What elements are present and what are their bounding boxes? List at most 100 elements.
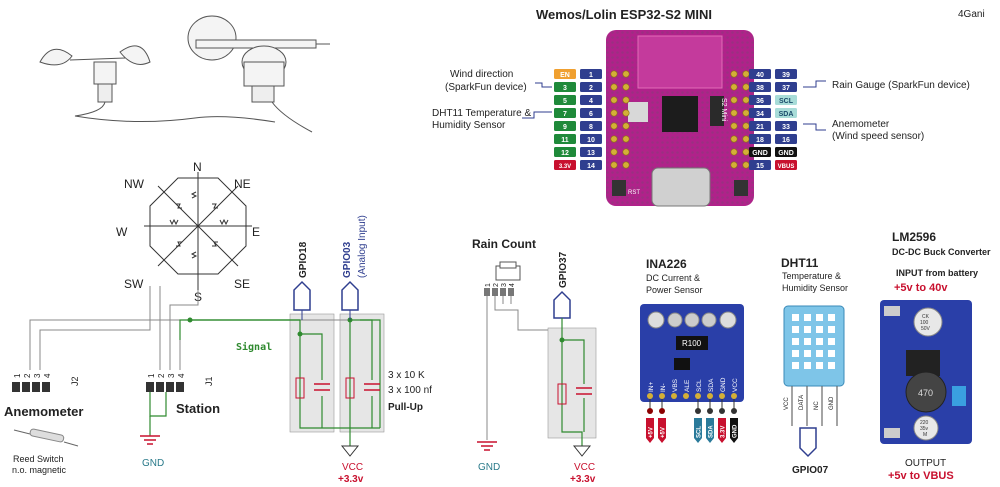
- dht11-pin-2: NC: [814, 401, 820, 410]
- svg-text:M: M: [923, 432, 927, 438]
- wind-w: W: [116, 225, 128, 239]
- pin-right-inner-6: GND: [749, 147, 771, 157]
- svg-text:9: 9: [563, 124, 567, 131]
- pin-right-inner-2: 36: [749, 95, 771, 105]
- pin-right-inner-3: 34: [749, 108, 771, 118]
- gpio03-label: GPIO03: [342, 241, 353, 278]
- svg-text:+5V: +5V: [661, 427, 667, 438]
- svg-text:1: 1: [13, 373, 22, 378]
- pin-left-outer-1: 3: [554, 82, 576, 92]
- pin-right-outer-5: 16: [775, 134, 797, 144]
- svg-text:3: 3: [167, 373, 176, 378]
- rain-gnd-label: GND: [478, 462, 500, 473]
- pin-left-outer-3: 7: [554, 108, 576, 118]
- svg-text:2: 2: [589, 85, 593, 92]
- rain-count-wiring: Rain Count 1 2 3 4 GND GPIO37 VCC +3.3v: [472, 237, 597, 485]
- pin-left-outer-4: 9: [554, 121, 576, 131]
- reed-switch-icon: [13, 428, 79, 447]
- rain-vcc-label: VCC: [574, 462, 595, 473]
- ina226-sub2: Power Sensor: [646, 285, 703, 295]
- pin-right-outer-4: 33: [775, 121, 797, 131]
- vcc-label: VCC: [342, 462, 363, 473]
- j2-connector: 1 2 3 4 J2: [12, 373, 80, 392]
- svg-text:+5V: +5V: [649, 427, 655, 438]
- ina226-title: INA226: [646, 257, 687, 271]
- wind-nw: NW: [124, 177, 145, 191]
- chip-label: S2 Mini: [720, 98, 727, 122]
- svg-text:1: 1: [589, 72, 593, 79]
- pin-right-outer-0: 39: [775, 69, 797, 79]
- svg-text:2: 2: [493, 283, 500, 287]
- lm2596-module: LM2596 DC-DC Buck Converter INPUT from b…: [880, 230, 991, 482]
- svg-text:SCL: SCL: [779, 98, 794, 105]
- ina226-pin-6: GND: [720, 377, 727, 392]
- svg-text:12: 12: [561, 150, 569, 157]
- svg-text:4: 4: [589, 98, 593, 105]
- pin-right-inner-5: 18: [749, 134, 771, 144]
- dht11-sub2: Humidity Sensor: [782, 283, 848, 293]
- svg-text:18: 18: [756, 137, 764, 144]
- svg-text:SDA: SDA: [709, 425, 715, 438]
- svg-text:4: 4: [43, 373, 52, 378]
- pin-right-inner-7: 15: [749, 160, 771, 170]
- svg-text:3: 3: [563, 85, 567, 92]
- svg-text:21: 21: [756, 124, 764, 131]
- ina226-pin-7: VCC: [732, 378, 739, 392]
- pin-right-outer-1: 37: [775, 82, 797, 92]
- station-label: Station: [176, 401, 220, 416]
- pin-left-outer-0: EN: [554, 69, 576, 79]
- gpio37-label: GPIO37: [558, 251, 569, 288]
- svg-text:3: 3: [501, 283, 508, 287]
- pullup-line2: 3 x 100 nf: [388, 385, 432, 396]
- ina226-pin-4: SCL: [696, 379, 703, 392]
- reed-switch-type: n.o. magnetic: [12, 465, 67, 475]
- svg-text:3.3V: 3.3V: [721, 426, 727, 438]
- wind-n: N: [193, 160, 202, 174]
- ina226-pin-1: IN-: [660, 383, 667, 392]
- svg-text:1: 1: [147, 373, 156, 378]
- svg-text:50V: 50V: [921, 326, 931, 332]
- board-title: Wemos/Lolin ESP32-S2 MINI: [536, 7, 712, 22]
- esp32-board: Wemos/Lolin ESP32-S2 MINI S2 Mini RST: [536, 7, 754, 207]
- lm2596-output1: OUTPUT: [905, 458, 946, 469]
- lm2596-input2: +5v to 40v: [894, 282, 948, 294]
- pullup-line1: 3 x 10 K: [388, 370, 425, 381]
- svg-text:VBUS: VBUS: [778, 164, 795, 170]
- pin-left-inner-1: 2: [580, 82, 602, 92]
- svg-text:11: 11: [561, 137, 569, 144]
- pin-left-inner-0: 1: [580, 69, 602, 79]
- board-annotations: Wind direction (SparkFun device) DHT11 T…: [432, 69, 970, 142]
- pin-left-inner-5: 10: [580, 134, 602, 144]
- ina226-module: INA226 DC Current & Power Sensor R100 IN…: [640, 257, 744, 443]
- svg-text:4: 4: [509, 283, 516, 287]
- svg-text:CK: CK: [922, 314, 930, 320]
- svg-text:2: 2: [157, 373, 166, 378]
- svg-text:15: 15: [756, 163, 764, 170]
- j1-label: J1: [204, 376, 214, 386]
- lm2596-output2: +5v to VBUS: [888, 470, 954, 482]
- pin-right-inner-0: 40: [749, 69, 771, 79]
- ina226-sub1: DC Current &: [646, 273, 700, 283]
- pin-left-inner-2: 4: [580, 95, 602, 105]
- rain-count-title: Rain Count: [472, 237, 536, 251]
- annot-anemo-1: Anemometer: [832, 119, 890, 130]
- annot-dht-2: Humidity Sensor: [432, 120, 506, 131]
- svg-text:4: 4: [177, 373, 186, 378]
- svg-text:8: 8: [589, 124, 593, 131]
- svg-text:GND: GND: [778, 150, 794, 157]
- lm2596-title: LM2596: [892, 230, 936, 244]
- dht11-gpio: GPIO07: [792, 465, 829, 476]
- pin-right-outer-2: SCL: [775, 95, 797, 105]
- annot-wind-dir-2: (SparkFun device): [445, 82, 527, 93]
- dht11-pin-3: GND: [829, 396, 835, 410]
- ina226-pin-3: ALE: [684, 379, 691, 392]
- svg-text:100: 100: [920, 320, 929, 326]
- svg-text:SCL: SCL: [697, 426, 703, 438]
- rst-label: RST: [628, 190, 640, 196]
- dht11-sub1: Temperature &: [782, 271, 841, 281]
- svg-text:14: 14: [587, 163, 595, 170]
- pin-left-outer-6: 12: [554, 147, 576, 157]
- wind-direction-sensor: N NE E SE S SW W NW: [116, 160, 260, 304]
- svg-text:34: 34: [756, 111, 764, 118]
